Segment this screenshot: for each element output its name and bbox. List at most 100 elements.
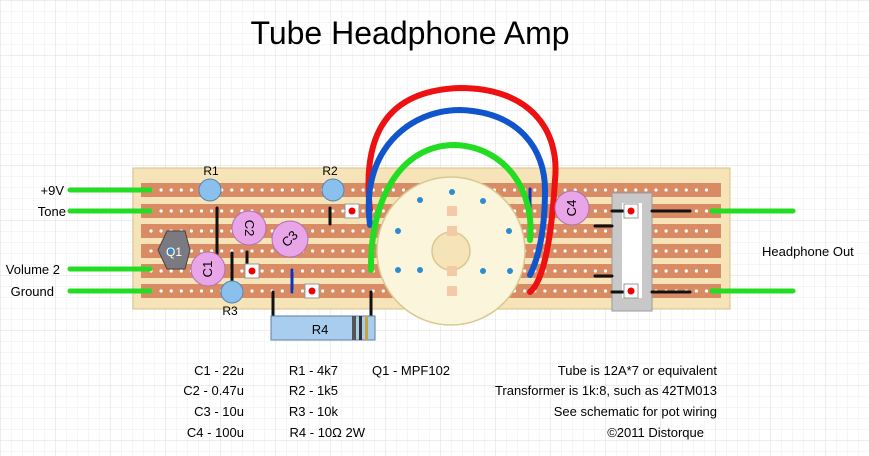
strip-hole [210,209,214,213]
strip-hole [270,249,274,253]
strip-hole [250,188,254,192]
strip-hole [250,249,254,253]
strip-hole [603,209,608,213]
tube-pin [395,267,401,273]
strip-hole [169,269,173,273]
strip-hole [704,249,709,253]
strip-hole [593,209,598,213]
strip-hole [614,188,618,192]
bom-r3: R3 - 10k [289,404,339,419]
c2-label: C2 [242,220,257,237]
tube-pin [417,267,423,273]
strip-hole [674,269,678,273]
bom-resistors: R1 - 4k7 R2 - 1k5 R3 - 10k R4 - 10Ω 2W [289,363,366,440]
strip-hole [341,229,345,233]
strip-hole [169,289,173,293]
c4-label: C4 [564,200,579,217]
strip-hole [694,229,699,233]
strip-hole [300,209,305,213]
strip-hole [311,249,315,253]
strip-hole [341,269,345,273]
track-cuts [244,203,639,299]
tube-socket-center [431,231,471,271]
tube-pad [447,206,457,216]
note-copyright: ©2011 Distorque [607,425,704,440]
strip-hole [563,249,567,253]
bom-c3: C3 - 10u [194,404,244,419]
strip-hole [351,229,355,233]
strip-hole [523,209,527,213]
strip-hole [593,289,598,293]
strip-hole [159,269,163,273]
strip-hole [189,188,193,192]
bom-c4: C4 - 100u [187,425,244,440]
bom-c2: C2 - 0.47u [183,383,244,398]
strip-hole [654,249,658,253]
wire-green [367,141,534,273]
strip-hole [149,229,153,233]
strip-hole [563,289,567,293]
note-pot-wiring: See schematic for pot wiring [554,404,717,419]
r3-label: R3 [222,304,238,318]
strip-hole [300,188,305,192]
note-transformer: Transformer is 1k:8, such as 42TM013 [495,383,717,398]
strip-hole [179,188,183,192]
strip-hole [573,249,577,253]
strip-hole [361,269,365,273]
strip-hole [210,289,214,293]
strip-hole [331,249,335,253]
strip-hole [573,269,577,273]
strip-hole [361,209,365,213]
resistor-r3: R3 [220,280,244,318]
strip-hole [189,289,193,293]
strip-hole [704,269,709,273]
strip-hole [230,188,234,192]
strip-hole [240,269,244,273]
strip-hole [634,188,638,192]
strip-hole [391,188,395,192]
strip-hole [694,289,699,293]
strip-hole [341,249,345,253]
strip-hole [270,209,274,213]
strip-hole [321,269,325,273]
resistor-r2: R2 [321,164,345,202]
strip-hole [704,209,709,213]
strip-hole [240,188,244,192]
strip-hole [654,269,658,273]
tube-socket [376,176,526,326]
strip-hole [351,249,355,253]
strip-hole [684,249,688,253]
strip-hole [220,229,224,233]
strip-hole [351,289,355,293]
strip-hole [624,188,628,192]
label-9v: +9V [41,183,65,198]
strip-hole [704,229,709,233]
strip-hole [523,289,527,293]
strip-hole [260,209,264,213]
r4-label: R4 [312,322,329,337]
strip-hole [321,249,325,253]
strip-hole [149,249,153,253]
strip-hole [664,188,668,192]
strip-hole [159,229,163,233]
strip-hole [341,209,345,213]
strip-hole [169,209,173,213]
tube-pad [447,226,457,236]
strip-hole [563,188,567,192]
tube-pin [480,268,486,274]
offboard-wires [67,187,796,294]
strip-hole [159,209,163,213]
strip-hole [240,249,244,253]
strip-hole [381,289,385,293]
resistor-r4: R4 [270,315,376,341]
strip-hole [654,229,658,233]
page-title: Tube Headphone Amp [250,15,569,51]
strip-hole [270,188,274,192]
strip-hole [553,249,557,253]
strip-hole [603,249,608,253]
strip-hole [593,269,598,273]
strip-hole [644,188,648,192]
strip-hole [189,249,193,253]
strip-hole [583,289,587,293]
